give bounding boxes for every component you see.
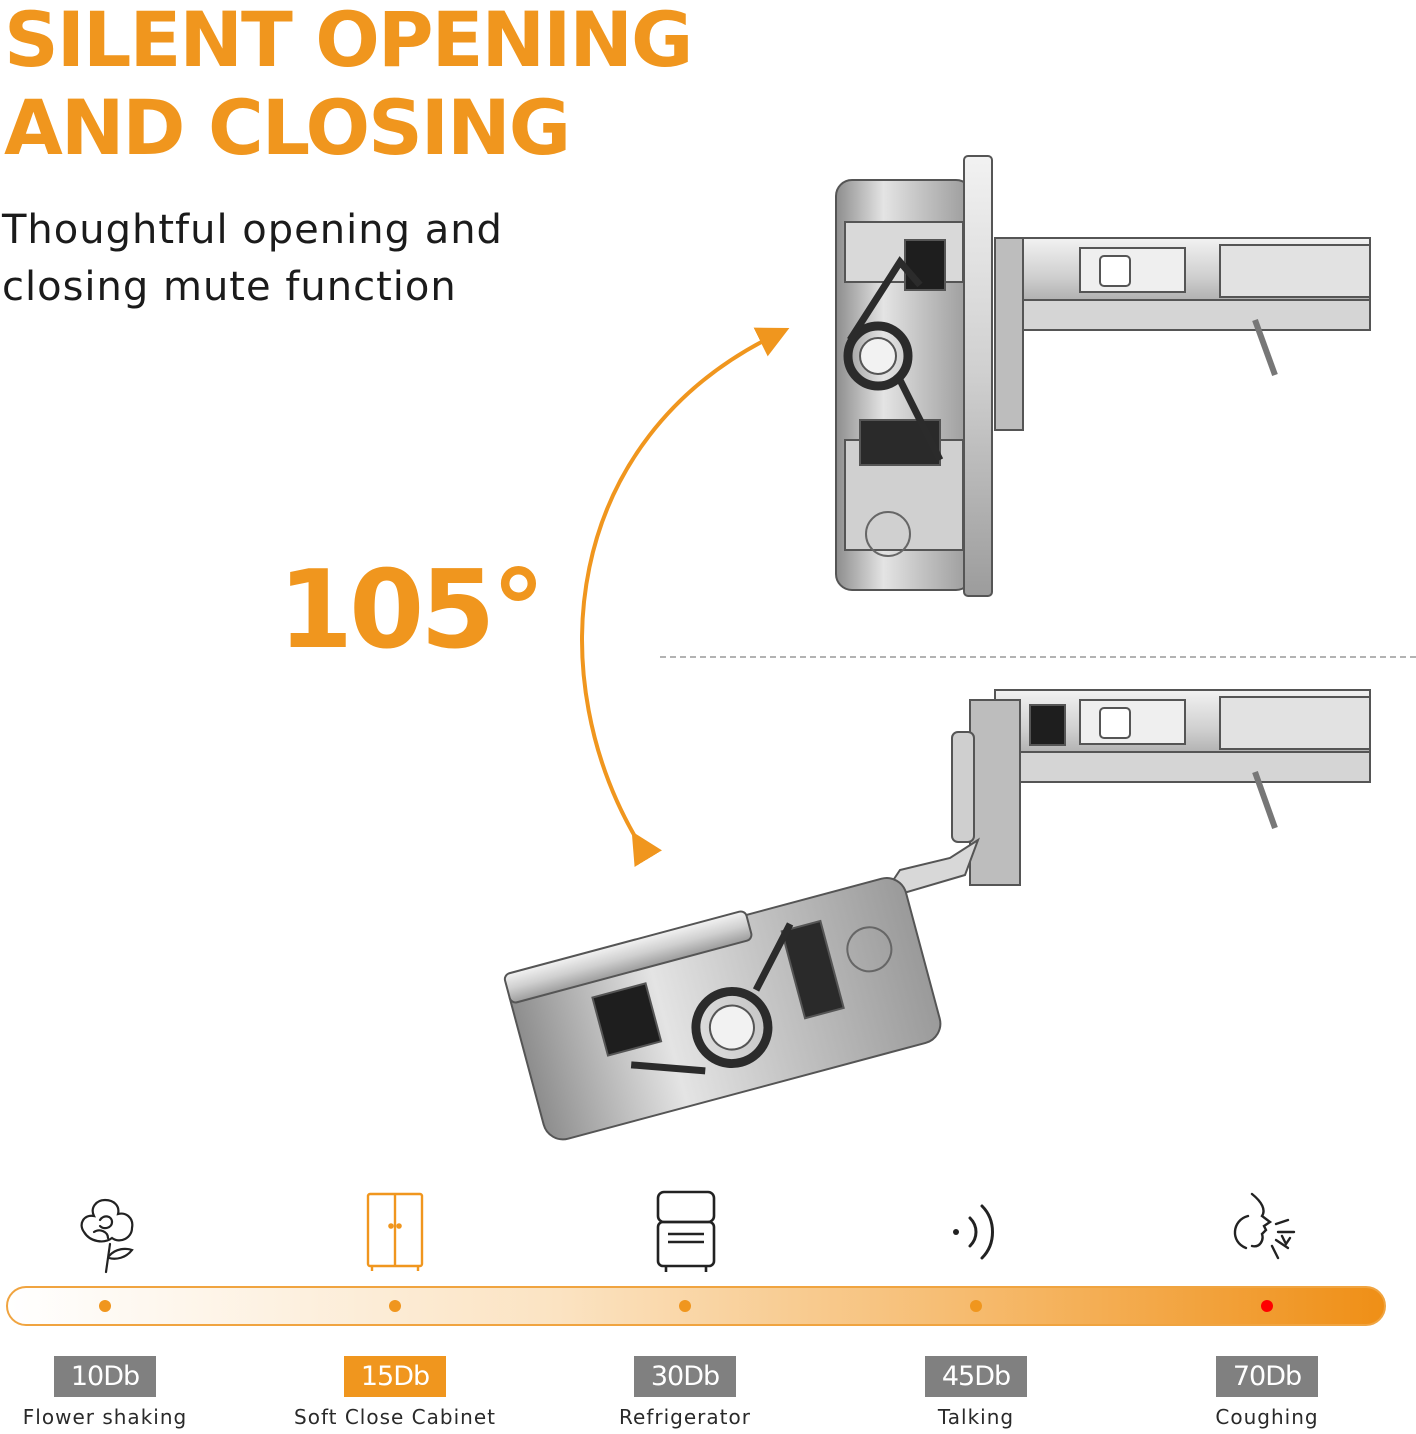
noise-source-label: Talking	[937, 1405, 1015, 1429]
scale-marker-dot	[679, 1300, 691, 1312]
scale-marker-dot	[1261, 1300, 1273, 1312]
cabinet-icon	[350, 1186, 440, 1276]
hinge-open	[835, 155, 1371, 597]
decibel-badge: 30Db	[634, 1356, 736, 1397]
subheadline-line-2: closing mute function	[2, 264, 457, 310]
decibel-badge: 15Db	[344, 1356, 446, 1397]
headline-line-1: SILENT OPENING	[4, 0, 693, 84]
hinge-illustration	[503, 155, 1416, 1141]
opening-angle-label: 105°	[278, 548, 545, 673]
noise-source-label: Flower shaking	[22, 1405, 188, 1429]
decibel-badge: 45Db	[925, 1356, 1027, 1397]
noise-source-label: Refrigerator	[619, 1405, 751, 1429]
decibel-badge: 10Db	[54, 1356, 156, 1397]
headline-line-2: AND CLOSING	[4, 83, 571, 172]
scale-marker-dot	[389, 1300, 401, 1312]
subheadline-line-1: Thoughtful opening and	[2, 207, 503, 253]
decibel-badge: 70Db	[1216, 1356, 1318, 1397]
scale-marker-dot	[970, 1300, 982, 1312]
decibel-scale-bar	[6, 1286, 1386, 1326]
subheadline: Thoughtful opening and closing mute func…	[2, 202, 503, 316]
coughing-face-icon	[1222, 1186, 1312, 1276]
rotation-arrow	[580, 327, 790, 867]
flower-icon	[60, 1186, 150, 1276]
scale-marker-dot	[99, 1300, 111, 1312]
refrigerator-icon	[640, 1186, 730, 1276]
sound-waves-icon	[930, 1186, 1020, 1276]
headline: SILENT OPENING AND CLOSING	[4, 0, 693, 172]
noise-source-label: Soft Close Cabinet	[294, 1405, 496, 1429]
noise-source-label: Coughing	[1215, 1405, 1319, 1429]
hinge-closed	[503, 689, 1371, 1141]
